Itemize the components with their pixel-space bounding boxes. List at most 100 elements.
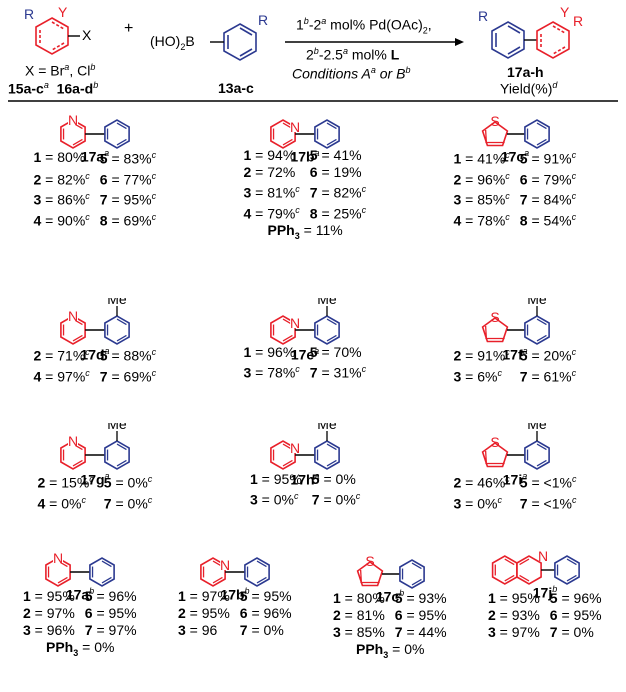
pyridine-ring: [45, 557, 71, 587]
structure-17d: NMe: [60, 298, 130, 345]
yield-value: = 82%: [317, 184, 362, 201]
yield-value: = 72%: [251, 164, 296, 180]
ligand-number: 1: [453, 150, 462, 167]
nitrogen-atom: N: [68, 433, 78, 449]
pph3-yield: PPh3 = 0%: [356, 641, 425, 660]
yield-entry: 7 = 95%c: [100, 188, 156, 209]
yield-value: = 0%: [557, 624, 594, 640]
yield-entry: 2 = 96%c: [454, 168, 520, 189]
product-blue-ring: [491, 21, 525, 59]
yield-value: = 78%: [251, 364, 296, 381]
yield-entry: 7 = 0%: [550, 624, 602, 641]
ligand-number: 1: [243, 344, 252, 360]
compound-label: 17fa: [475, 346, 555, 363]
pyridine-ring: [60, 119, 86, 149]
yield-entry: 1 = 95%: [488, 590, 550, 607]
phenyl-ring: [244, 557, 270, 587]
reactant2-label: 13a-c: [218, 80, 254, 96]
conditions-line1: 1b-2a mol% Pd(OAc)2,: [296, 16, 432, 36]
compound-label: 17aa: [55, 148, 135, 165]
yield-table-17a_b: 1 = 95%5 = 96%2 = 97%6 = 95%3 = 96%7 = 9…: [23, 588, 137, 639]
yield-entry: 3 = 0%c: [454, 492, 520, 513]
ligand-number: 2: [333, 607, 341, 623]
yield-entry: 1 = 80%: [333, 590, 395, 607]
yield-footnote: c: [147, 494, 153, 505]
ligand-number: 1: [333, 590, 341, 606]
reactant2-ring: [223, 23, 257, 61]
yield-value: = 86%: [41, 191, 86, 208]
yield-value: = 81%: [251, 184, 296, 201]
yield-value: = 69%: [107, 368, 152, 385]
yield-footnote: c: [571, 211, 577, 222]
yield-entry: 7 = 82%c: [310, 181, 366, 202]
structure-17i: SMe: [481, 423, 550, 470]
boronic-acid: (HO)2B: [150, 33, 195, 52]
yield-value: = 79%: [251, 205, 296, 222]
yield-entry: 2 = 93%: [488, 607, 550, 624]
yield-entry: 5 = 93%: [395, 590, 447, 607]
ligand-number: 5: [394, 590, 403, 606]
yield-value: = 0%: [111, 474, 148, 491]
yield-entry: 8 = 25%c: [310, 202, 366, 223]
yield-footnote: c: [505, 170, 510, 181]
ligand-number: 7: [519, 191, 528, 208]
yield-table-17j_b: 1 = 95%5 = 96%2 = 93%6 = 95%3 = 97%7 = 0…: [488, 590, 602, 641]
yield-value: = 97%: [30, 605, 75, 621]
yield-entry: 7 = 0%c: [104, 492, 153, 513]
ligand-number: 2: [453, 171, 462, 188]
ligand-number: 3: [453, 368, 462, 385]
ligand-number: 8: [99, 212, 108, 229]
phenyl-ring: [89, 557, 115, 587]
yield-entry: 3 = 78%c: [244, 361, 310, 382]
sulfur-atom: S: [490, 434, 499, 450]
pph3-value: 0%: [404, 641, 425, 657]
ligand-number: 7: [99, 191, 108, 208]
compound-name: 17b: [220, 586, 245, 603]
nitrogen-atom: N: [220, 557, 230, 573]
ligand-number: 7: [549, 624, 558, 640]
yield-footnote: c: [571, 474, 577, 484]
yield-footnote: c: [151, 347, 157, 357]
structure-17b: N: [270, 119, 340, 149]
yield-footnote: c: [295, 204, 300, 215]
yield-value: = 71%: [41, 347, 86, 364]
yield-entry: 7 = 0%: [240, 622, 292, 639]
yield-value: = 70%: [317, 344, 362, 360]
phenyl-ring: [104, 315, 130, 345]
yield-footnote: c: [85, 191, 90, 202]
ligand-number: 2: [33, 171, 42, 188]
yield-entry: 2 = 91%c: [454, 344, 520, 365]
yield-entry: 5 = 83%c: [100, 147, 156, 168]
yield-value: = 96%: [247, 605, 292, 621]
phenyl-ring: [104, 119, 130, 149]
compound-condition: a: [314, 471, 320, 481]
yield-footnote: c: [147, 474, 153, 484]
ligand-number: 6: [519, 171, 528, 188]
methyl-label: Me: [317, 298, 337, 307]
yield-entry: 5 = 91%c: [520, 147, 576, 168]
compound-label: 17ab: [40, 586, 120, 603]
sulfur-atom: S: [490, 309, 499, 325]
yield-entry: 1 = 96%: [244, 344, 310, 361]
ligand-number: 5: [519, 474, 528, 491]
yield-entry: 3 = 81%c: [244, 181, 310, 202]
compound-condition: b: [244, 586, 250, 596]
yield-entry: 3 = 6%c: [454, 365, 520, 386]
compound-label: 17ea: [265, 346, 345, 363]
structure-17f: SMe: [481, 298, 550, 345]
compound-condition: a: [524, 148, 530, 158]
yield-entry: 5 = 41%: [310, 147, 366, 164]
ligand-number: 4: [453, 212, 462, 229]
pyridine-ring: [60, 440, 86, 470]
yield-value: = 95%: [247, 588, 292, 604]
ligand-number: 3: [23, 622, 31, 638]
ligand-number: 6: [99, 171, 108, 188]
methyl-label: Me: [107, 423, 127, 432]
yield-entry: 4 = 79%c: [244, 202, 310, 223]
phenyl-ring: [554, 555, 580, 585]
ligand-number: 6: [309, 164, 318, 180]
reactant1-r: R: [24, 6, 35, 22]
yield-value: = <1%: [527, 495, 572, 512]
yield-footnote: c: [85, 211, 90, 222]
